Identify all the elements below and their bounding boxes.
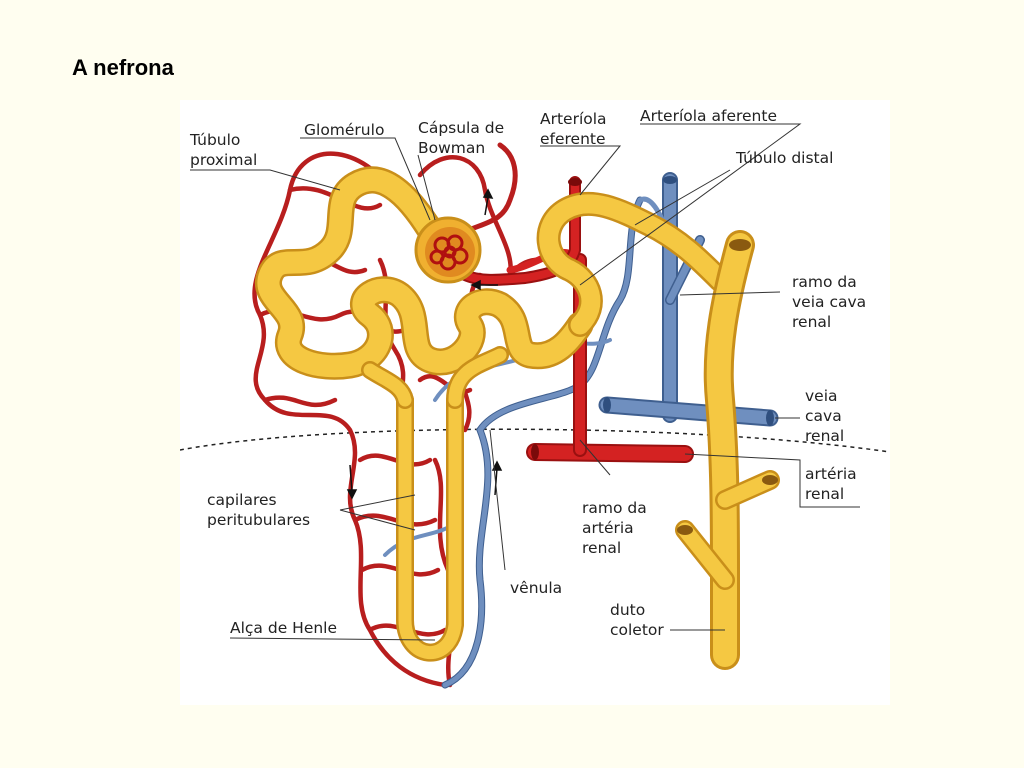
artery-end-left bbox=[531, 444, 539, 460]
label-capilares-peritubulares: capilares peritubulares bbox=[207, 491, 311, 529]
label-glomerulo: Glomérulo bbox=[304, 121, 385, 139]
vein-end-right bbox=[766, 410, 774, 426]
slide-title: A nefrona bbox=[72, 55, 174, 80]
nephron-figure: Túbulo proximal Glomérulo Cápsula de Bow… bbox=[180, 100, 890, 705]
flow-arrows bbox=[346, 188, 503, 500]
cortex-medulla-boundary bbox=[180, 428, 890, 453]
collecting-duct-branch-end bbox=[762, 475, 778, 485]
bowman-capsule-group bbox=[414, 216, 482, 284]
glomerulus bbox=[429, 234, 469, 271]
vein-end-left bbox=[603, 397, 611, 413]
label-tubulo-proximal: Túbulo proximal bbox=[190, 131, 258, 169]
nephron-tubule bbox=[255, 166, 780, 670]
label-arteria-renal: artéria renal bbox=[805, 465, 857, 503]
label-capsula-bowman: Cápsula de Bowman bbox=[418, 119, 505, 157]
label-arteriola-eferente: Arteríola eferente bbox=[540, 110, 607, 148]
artery-end bbox=[568, 178, 582, 186]
nephron-diagram bbox=[180, 123, 890, 689]
collecting-duct-end bbox=[729, 239, 751, 251]
vein-end-top bbox=[663, 176, 677, 184]
label-ramo-arteria-renal: ramo da artéria renal bbox=[582, 499, 647, 557]
label-venula: vênula bbox=[510, 579, 563, 597]
collecting-duct-branch-end-2 bbox=[677, 525, 693, 535]
label-tubulo-distal: Túbulo distal bbox=[736, 149, 834, 167]
label-alca-de-henle: Alça de Henle bbox=[230, 619, 338, 637]
label-arteriola-aferente: Arteríola aferente bbox=[640, 107, 777, 125]
label-veia-cava-renal: veia cava renal bbox=[805, 387, 845, 445]
label-ramo-veia-cava-renal: ramo da veia cava renal bbox=[792, 273, 867, 331]
label-duto-coletor: duto coletor bbox=[610, 601, 664, 639]
leader-lines bbox=[190, 123, 860, 641]
